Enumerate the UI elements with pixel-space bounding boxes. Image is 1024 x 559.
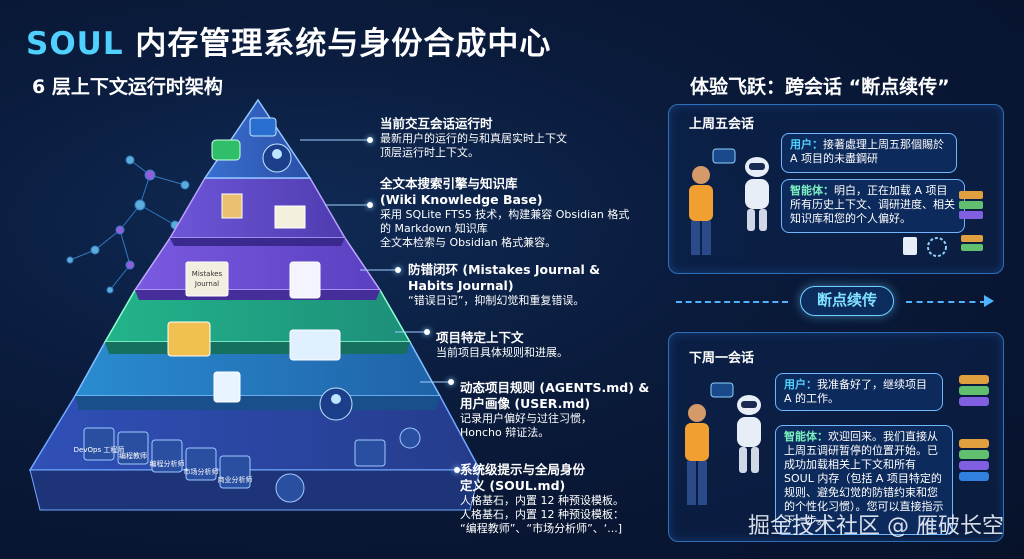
tier-3-description: 防错闭环 (Mistakes Journal & Habits Journal)…	[408, 262, 601, 307]
loading-stack-illustration	[903, 191, 983, 257]
svg-text:编程分析师: 编程分析师	[150, 459, 185, 468]
memory-stack-illustration	[959, 375, 989, 481]
user-figure-icon	[688, 404, 706, 422]
tier-4-description: 项目特定上下文 当前项目具体规则和进展。	[436, 330, 568, 359]
settings-icon	[399, 427, 421, 449]
gear-icon	[275, 473, 305, 503]
tier-1-description: 当前交互会话运行时 最新用户的运行的与和真居实时上下文 顶层运行时上下文。	[380, 116, 567, 159]
stack-layer-icon	[961, 235, 983, 242]
tier-2-description: 全文本搜索引擎与知识库 (Wiki Knowledge Base) 采用 SQL…	[380, 176, 630, 249]
folder-icon	[167, 321, 211, 357]
stack-layer-icon	[959, 191, 983, 199]
document-icon	[903, 237, 917, 255]
journal-icon: Mistakes Journal	[185, 261, 229, 297]
chat-icon	[249, 117, 277, 137]
svg-text:商业分析师: 商业分析师	[218, 475, 253, 484]
speech-bubble-icon	[710, 382, 734, 398]
next-monday-session-panel: 下周一会话 用户：我准备好了，继续项目 A 的工作。 智能体：欢迎回来。我们直接…	[668, 332, 1004, 542]
user-message-bubble: 用户：我准备好了，继续项目 A 的工作。	[775, 373, 943, 411]
code-icon	[354, 439, 386, 467]
checklist-icon	[289, 261, 321, 299]
leader-dot	[454, 467, 460, 473]
tier-3-mistakes-journal	[133, 237, 382, 300]
svg-text:Journal: Journal	[194, 280, 219, 288]
leader-dot	[395, 267, 401, 273]
stack-layer-icon	[959, 439, 989, 448]
section-subtitle: 6 层上下文运行时架构	[32, 76, 223, 98]
watermark: 掘金技术社区 @ 雁破长空	[748, 514, 1004, 539]
svg-text:DevOps 工程师: DevOps 工程师	[74, 445, 125, 454]
book-icon	[274, 205, 306, 229]
page-title: SOUL 内存管理系统与身份合成中心	[26, 26, 552, 62]
persona-template-cards: DevOps 工程师 编程教师 编程分析师 市场分析师 商业分析师	[74, 427, 253, 489]
arrow-right-icon	[984, 295, 994, 307]
svg-text:编程教师: 编程教师	[119, 451, 147, 460]
leader-dot	[367, 137, 373, 143]
breakpoint-resume-badge: 断点续传	[800, 286, 894, 316]
breakpoint-line-right	[906, 301, 986, 303]
session-label: 上周五会话	[689, 117, 755, 132]
session-label: 下周一会话	[689, 351, 755, 366]
kanban-board-icon	[289, 329, 341, 361]
breakpoint-line-left	[676, 301, 788, 303]
svg-text:市场分析师: 市场分析师	[184, 467, 219, 476]
agent-message-bubble: 智能体：欢迎回来。我们直接从上周五调研暂停的位置开始。已成功加载相关上下文和所有…	[775, 425, 953, 535]
leader-dot	[448, 379, 454, 385]
user-message-bubble: 用户：接著處理上周五那個賜於 A 项目的未盡鋼研	[781, 133, 957, 173]
tier-6-description: 系统级提示与全局身份 定义 (SOUL.md) 人格基石，内置 12 种预设模板…	[460, 462, 624, 535]
last-friday-session-panel: 上周五会话 用户：接著處理上周五那個賜於 A 项目的未盡鋼研 智能体：明白，正在…	[668, 104, 1004, 274]
tier-2-wiki-knowledge	[168, 177, 347, 246]
speech-bubble-icon	[712, 148, 736, 164]
document-icon	[221, 193, 243, 219]
pyramid-diagram: Mistakes Journal DevOps 工程师 编程教师 编程分析师 市…	[28, 98, 482, 511]
side-title: 体验飞跃：跨会话 “断点续传”	[690, 76, 950, 98]
user-robot-illustration	[685, 382, 761, 505]
leader-dot	[424, 329, 430, 335]
svg-text:Mistakes: Mistakes	[192, 270, 223, 278]
tier-5-description: 动态项目规则 (AGENTS.md) & 用户画像 (USER.md) 记录用户…	[460, 380, 650, 439]
rules-doc-icon	[213, 371, 241, 403]
user-robot-illustration	[689, 148, 769, 255]
leader-dot	[367, 202, 373, 208]
stack-layer-icon	[959, 375, 989, 384]
tier-1-session-runtime	[203, 98, 312, 179]
message-icon	[211, 139, 241, 161]
loading-spinner-icon	[927, 237, 947, 257]
agent-message-bubble: 智能体：明白，正在加载 A 项目所有历史上下文、调研进度、相关知识库和您的个人偏…	[781, 179, 965, 233]
user-figure-icon	[692, 166, 710, 184]
